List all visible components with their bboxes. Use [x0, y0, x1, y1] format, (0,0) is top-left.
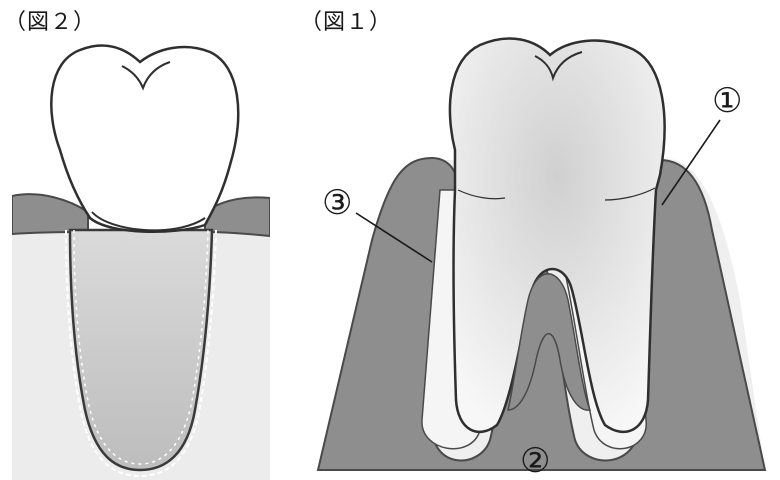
label-2: ②	[520, 441, 550, 480]
figure-2-crown	[51, 46, 238, 232]
label-3: ③	[322, 183, 352, 223]
figure-2-panel	[12, 46, 270, 480]
figure-1-panel: ① ② ③	[318, 38, 765, 480]
label-1: ①	[712, 81, 742, 121]
figure-2-gum-left	[12, 194, 88, 234]
